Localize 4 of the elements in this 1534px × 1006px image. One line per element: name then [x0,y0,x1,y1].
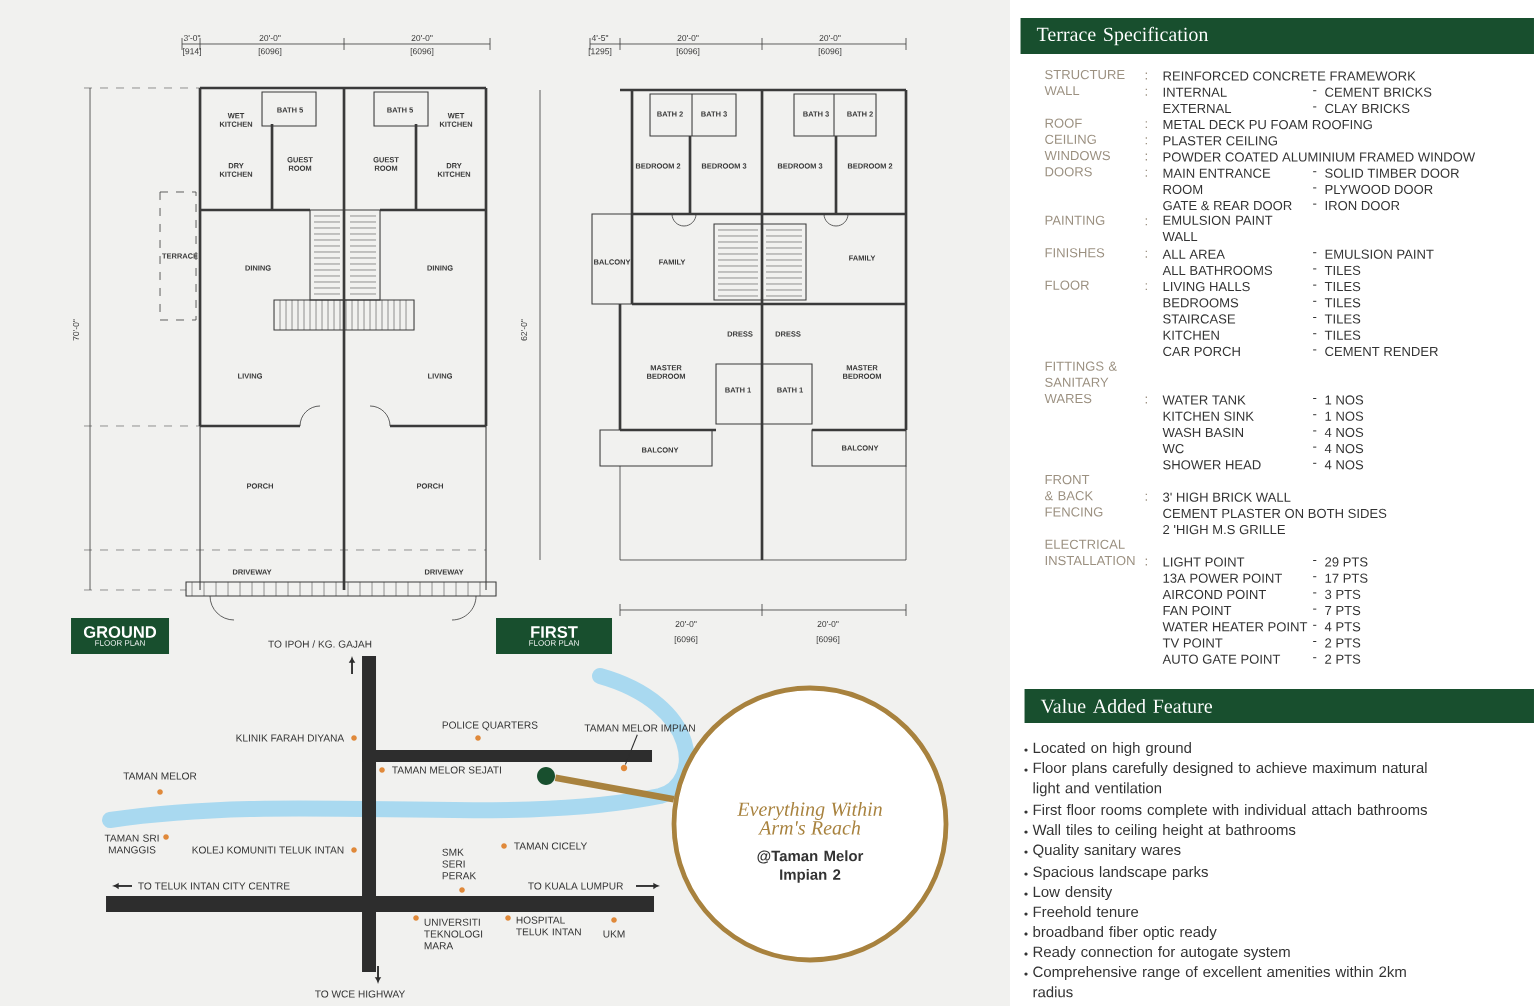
leader-line [624,734,638,766]
section-header: Value Added Feature [1024,689,1534,723]
section-header: Terrace Specification [1020,17,1534,55]
location-dot [537,767,555,785]
